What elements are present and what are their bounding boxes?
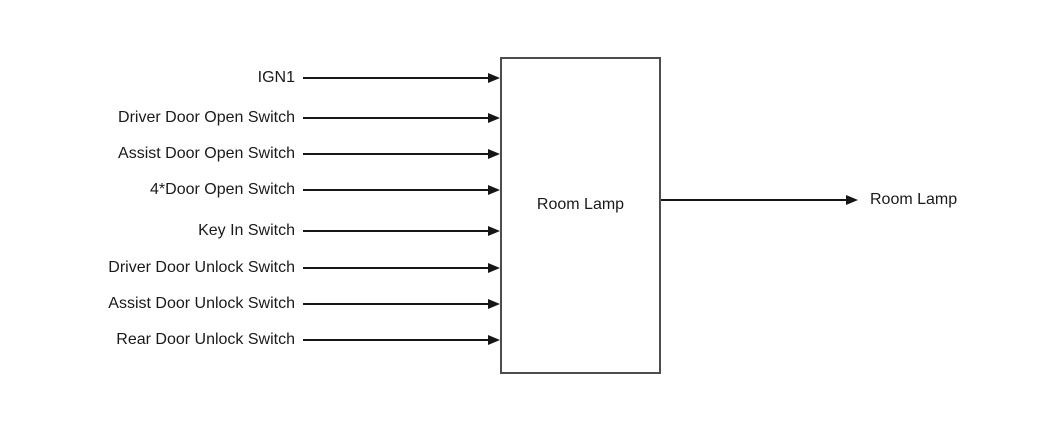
- room-lamp-block: Room Lamp: [500, 57, 661, 374]
- arrow-head-icon: [846, 195, 858, 205]
- input-label: Rear Door Unlock Switch: [116, 331, 295, 348]
- arrow-right-icon: [661, 190, 858, 210]
- output-label: Room Lamp: [870, 191, 958, 208]
- arrow-head-icon: [488, 73, 500, 83]
- input-label: 4*Door Open Switch: [150, 181, 295, 198]
- input-row-driver-door-unlock: Driver Door Unlock Switch: [0, 258, 500, 278]
- arrow-right-icon: [303, 180, 500, 200]
- output-row-room-lamp: Room Lamp: [661, 190, 957, 210]
- arrow-head-icon: [488, 226, 500, 236]
- arrow-right-icon: [303, 221, 500, 241]
- arrow-shaft: [303, 230, 489, 232]
- arrow-shaft: [303, 189, 489, 191]
- input-row-key-in: Key In Switch: [0, 221, 500, 241]
- input-row-driver-door-open: Driver Door Open Switch: [0, 108, 500, 128]
- arrow-shaft: [303, 77, 489, 79]
- arrow-right-icon: [303, 294, 500, 314]
- input-signal-list: IGN1 Driver Door Open Switch Assist Door…: [0, 0, 500, 423]
- arrow-right-icon: [303, 330, 500, 350]
- input-label: Driver Door Unlock Switch: [108, 259, 295, 276]
- input-row-assist-door-open: Assist Door Open Switch: [0, 144, 500, 164]
- arrow-shaft: [303, 339, 489, 341]
- input-label: Driver Door Open Switch: [118, 109, 295, 126]
- arrow-head-icon: [488, 263, 500, 273]
- input-label: Assist Door Unlock Switch: [108, 295, 295, 312]
- input-label: Key In Switch: [198, 222, 295, 239]
- arrow-right-icon: [303, 258, 500, 278]
- arrow-right-icon: [303, 68, 500, 88]
- arrow-shaft: [303, 267, 489, 269]
- input-row-4-door-open: 4*Door Open Switch: [0, 180, 500, 200]
- arrow-shaft: [661, 199, 847, 201]
- arrow-head-icon: [488, 335, 500, 345]
- arrow-shaft: [303, 117, 489, 119]
- block-label: Room Lamp: [536, 196, 625, 213]
- arrow-shaft: [303, 153, 489, 155]
- input-row-assist-door-unlock: Assist Door Unlock Switch: [0, 294, 500, 314]
- arrow-head-icon: [488, 299, 500, 309]
- arrow-right-icon: [303, 144, 500, 164]
- arrow-head-icon: [488, 113, 500, 123]
- arrow-right-icon: [303, 108, 500, 128]
- input-label: Assist Door Open Switch: [118, 145, 295, 162]
- arrow-head-icon: [488, 185, 500, 195]
- input-row-rear-door-unlock: Rear Door Unlock Switch: [0, 330, 500, 350]
- arrow-head-icon: [488, 149, 500, 159]
- input-label: IGN1: [257, 69, 295, 86]
- input-row-ign1: IGN1: [0, 68, 500, 88]
- arrow-shaft: [303, 303, 489, 305]
